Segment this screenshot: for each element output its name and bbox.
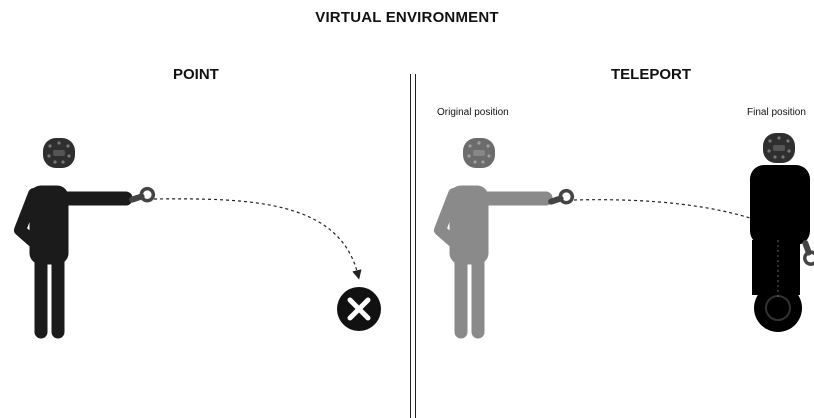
point-pointer-path [153,198,362,280]
original-headset-icon [463,138,495,168]
diagram-title: VIRTUAL ENVIRONMENT [315,9,499,26]
teleport-panel-title: TELEPORT [611,66,692,83]
point-person-figure [20,186,132,338]
original-position-figure [440,186,552,338]
point-headset-icon [43,138,75,168]
point-panel-title: POINT [173,66,219,83]
final-headset-icon [763,133,795,163]
x-circle-icon [337,287,381,331]
teleport-pointer-path [573,199,771,226]
original-position-label: Original position [437,107,509,118]
original-controller-icon [544,187,576,211]
panel-divider-right [415,74,416,418]
final-position-figure [750,165,810,332]
final-position-label: Final position [747,107,806,118]
point-controller-icon [125,185,157,209]
panel-divider-left [410,74,411,418]
